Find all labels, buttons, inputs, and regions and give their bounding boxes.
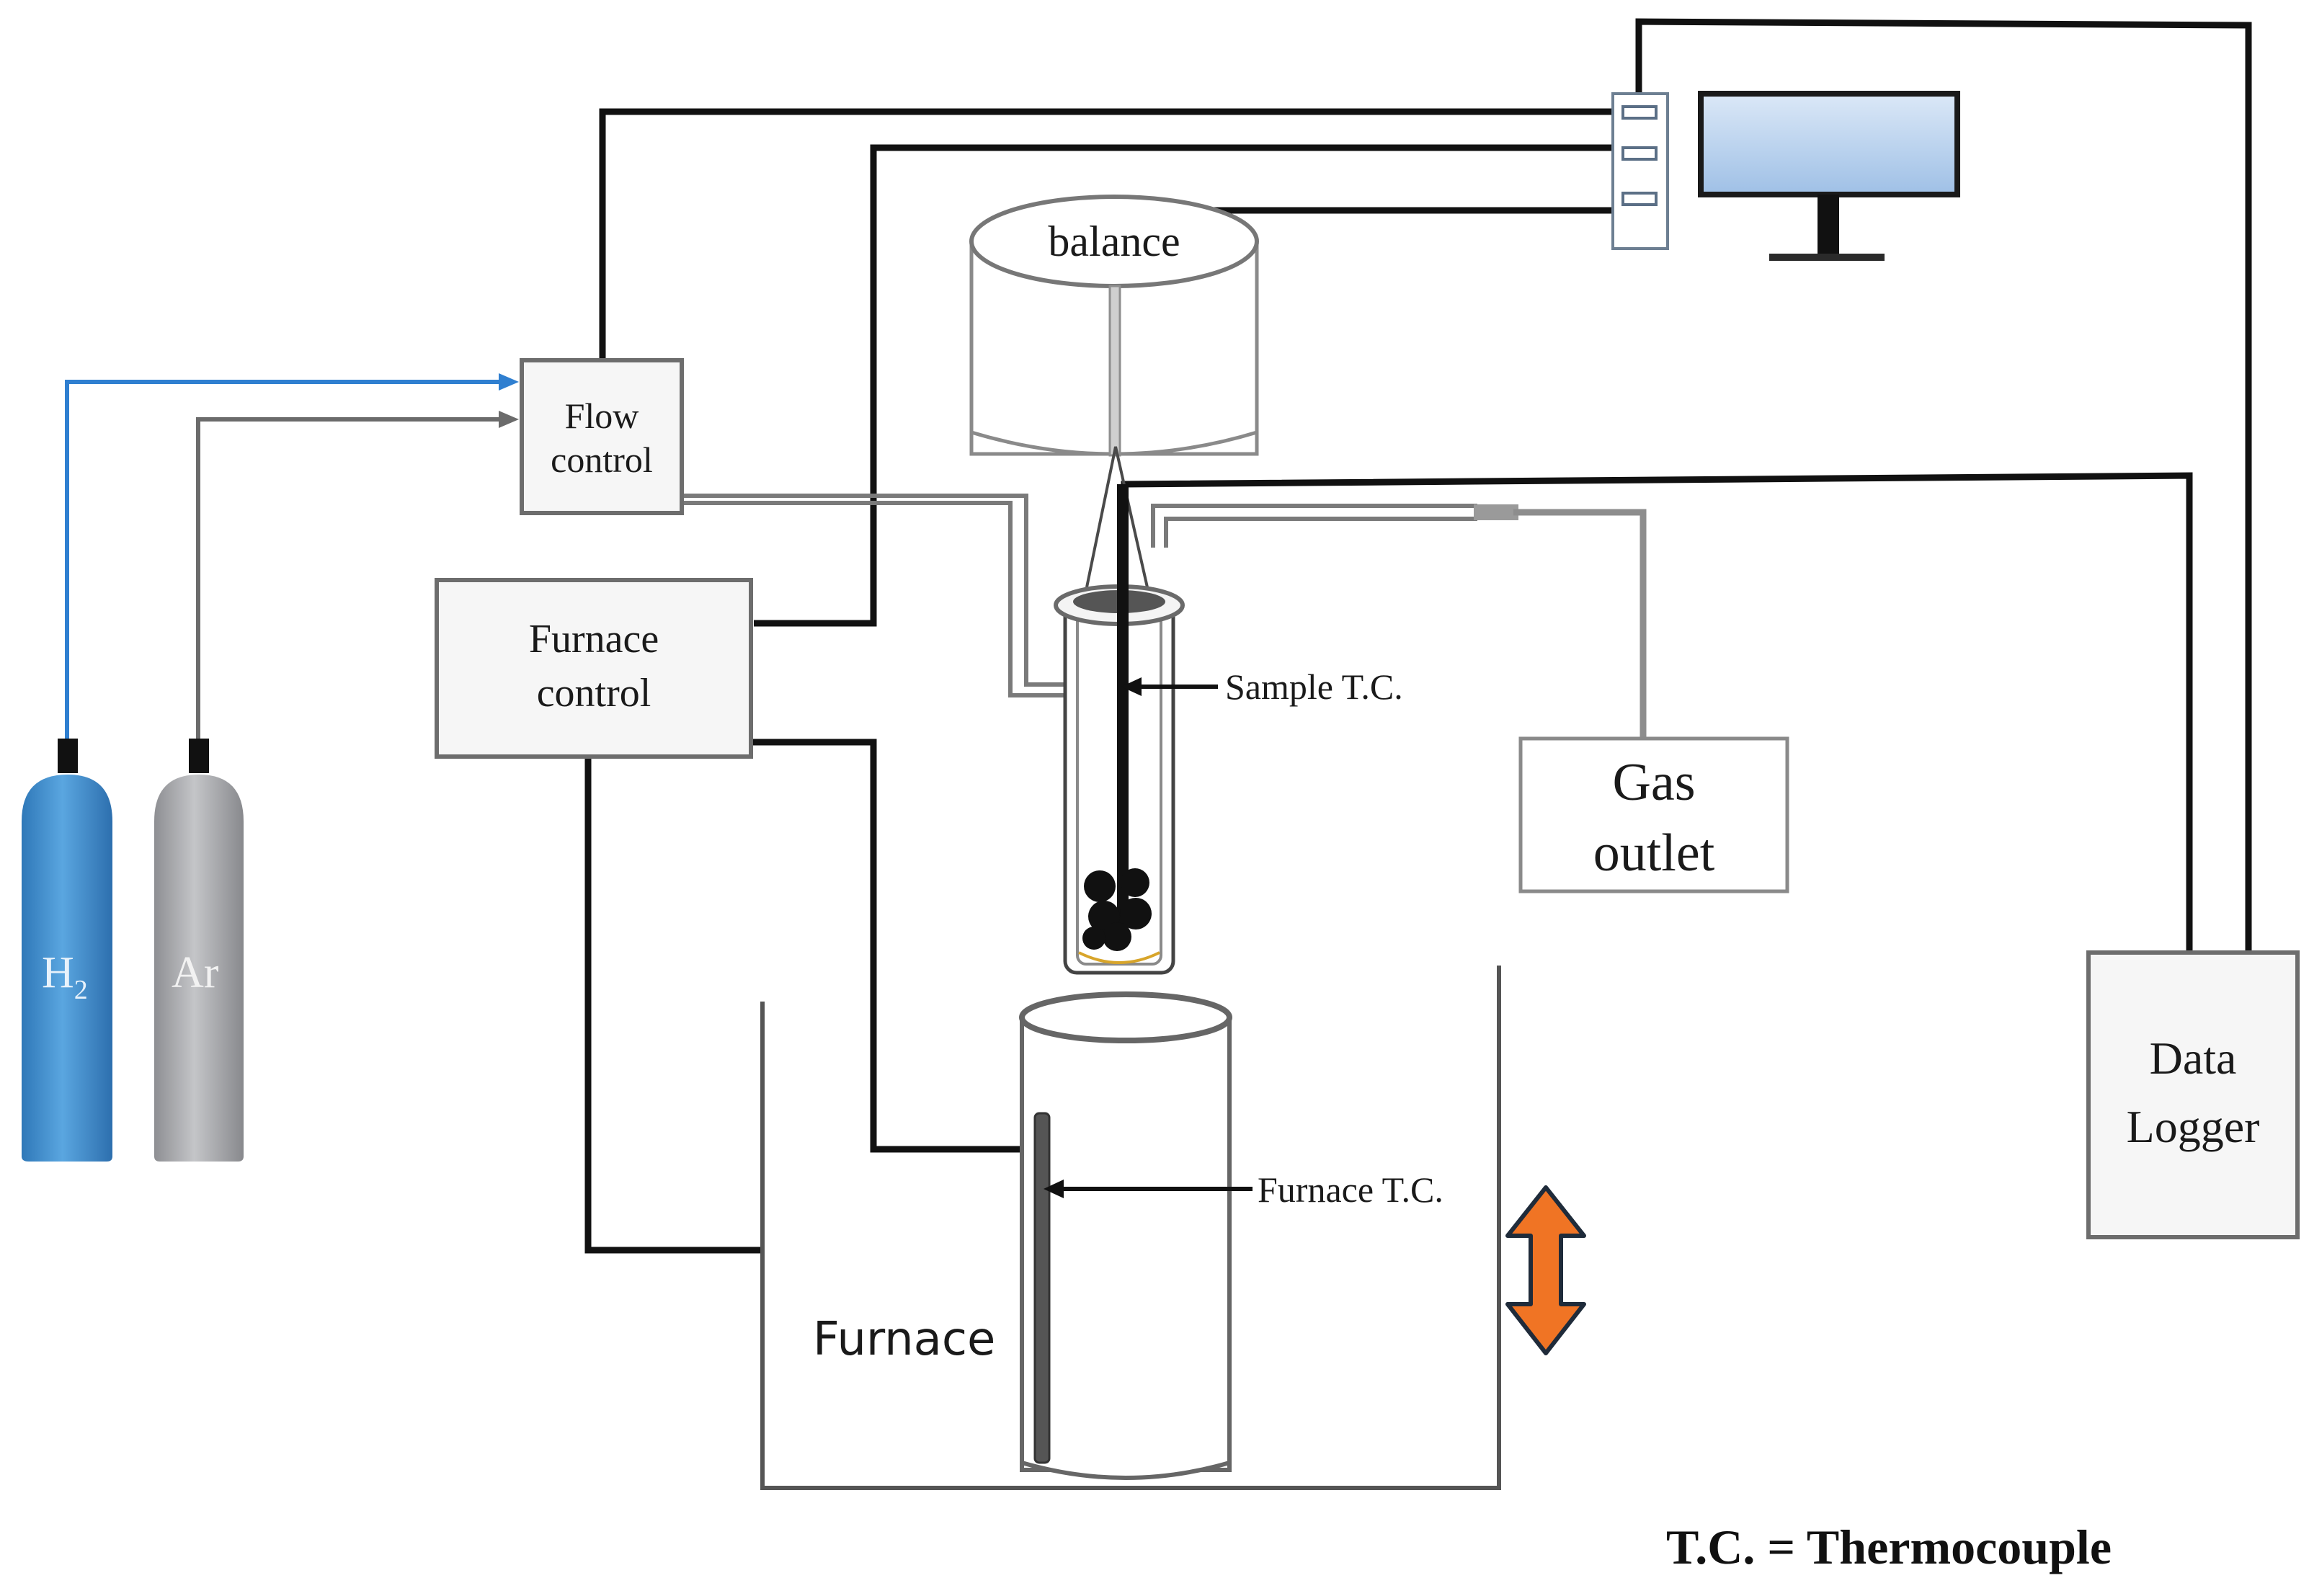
sample-tc-label: Sample T.C. — [1225, 667, 1403, 707]
balance-rod — [1108, 285, 1121, 457]
flow-control-frame — [520, 358, 684, 515]
h2-cylinder-body — [22, 775, 112, 1162]
gas-outlet-label-line2: outlet — [1593, 824, 1715, 883]
gas-outlet-line-inner — [1164, 517, 1477, 548]
gas-outlet-connector — [1474, 504, 1518, 520]
gas-inlet-line-outer — [681, 494, 1081, 687]
furnace-control-box: Furnace control — [435, 578, 753, 759]
gas-lines — [65, 373, 1647, 739]
gas-outlet-line-outer — [1151, 504, 1477, 548]
wire-furnace-control-computer — [754, 144, 1614, 627]
furnace-label: Furnace — [813, 1313, 995, 1366]
gas-outlet-label-line1: Gas — [1612, 753, 1695, 812]
h2-line-arrowhead — [499, 373, 519, 391]
ar-gas-line — [196, 417, 504, 739]
suspension-wires — [1085, 446, 1149, 588]
furnace-lift-arrow — [1505, 1185, 1586, 1355]
furnace-cylinder-body — [1020, 1015, 1232, 1472]
gas-inlet-line-inner — [681, 501, 1081, 697]
furnace-tc-arrowhead — [1044, 1180, 1064, 1198]
flow-control-box: Flow control — [520, 358, 684, 515]
monitor-stand — [1818, 195, 1839, 258]
h2-cylinder-label: H2 — [42, 948, 88, 1005]
furnace-control-label-line1: Furnace — [529, 617, 659, 661]
gas-outlet-frame — [1518, 736, 1789, 893]
balance-label: balance — [1048, 218, 1180, 265]
tower-drive-2 — [1621, 146, 1658, 161]
flow-control-label-line1: Flow — [565, 396, 639, 436]
h2-cylinder-valve — [58, 739, 78, 773]
h2-cylinder: H2 — [22, 739, 112, 1162]
control-wiring — [584, 18, 2252, 1254]
data-logger-label-line2: Logger — [2127, 1101, 2260, 1152]
furnace-cylinder-top — [1019, 991, 1232, 1043]
h2-gas-line — [65, 380, 504, 739]
sample-tube — [1054, 484, 1185, 975]
wire-flow-control-computer — [599, 108, 1614, 364]
sample-tc-callout: Sample T.C. — [1121, 667, 1403, 707]
furnace-control-frame — [435, 578, 753, 759]
sample-thermocouple — [1117, 484, 1129, 931]
tower-drive-3 — [1621, 192, 1658, 206]
balance-unit: balance — [969, 195, 1259, 588]
ar-cylinder-valve — [189, 739, 209, 773]
wire-furnace-control-furnace — [584, 757, 762, 1254]
wire-furnace-control-furnace-tc — [749, 739, 1029, 1153]
sample-tc-arrowhead — [1121, 677, 1142, 696]
data-logger-box: Data Logger — [2086, 950, 2300, 1239]
gas-outlet-pipe — [1513, 509, 1647, 739]
sample-particles — [1082, 868, 1152, 951]
ar-cylinder-body — [154, 775, 244, 1162]
computer — [1611, 91, 1960, 261]
furnace-control-label-line2: control — [537, 671, 651, 715]
furnace-cylinder-bottom — [1021, 1461, 1230, 1480]
wire-computer-data-logger — [1635, 18, 2252, 951]
furnace: Furnace — [760, 966, 1501, 1490]
ar-line-arrowhead — [499, 411, 519, 428]
ar-cylinder-label: Ar — [172, 948, 219, 997]
furnace-tc-label: Furnace T.C. — [1258, 1169, 1443, 1210]
monitor-base — [1769, 254, 1885, 261]
monitor-screen — [1698, 91, 1960, 197]
furnace-thermocouple — [1033, 1112, 1051, 1464]
sample-tube-base — [1078, 951, 1160, 964]
flow-control-label-line2: control — [551, 440, 653, 480]
data-logger-frame — [2086, 950, 2300, 1239]
tower-drive-1 — [1621, 105, 1658, 120]
furnace-tc-callout: Furnace T.C. — [1044, 1169, 1443, 1210]
gas-outlet-box: Gas outlet — [1518, 736, 1789, 893]
ar-cylinder: Ar — [154, 739, 244, 1162]
data-logger-label-line1: Data — [2150, 1033, 2237, 1084]
thermocouple-legend: T.C. = Thermocouple — [1666, 1520, 2112, 1574]
furnace-container — [760, 966, 1501, 1490]
